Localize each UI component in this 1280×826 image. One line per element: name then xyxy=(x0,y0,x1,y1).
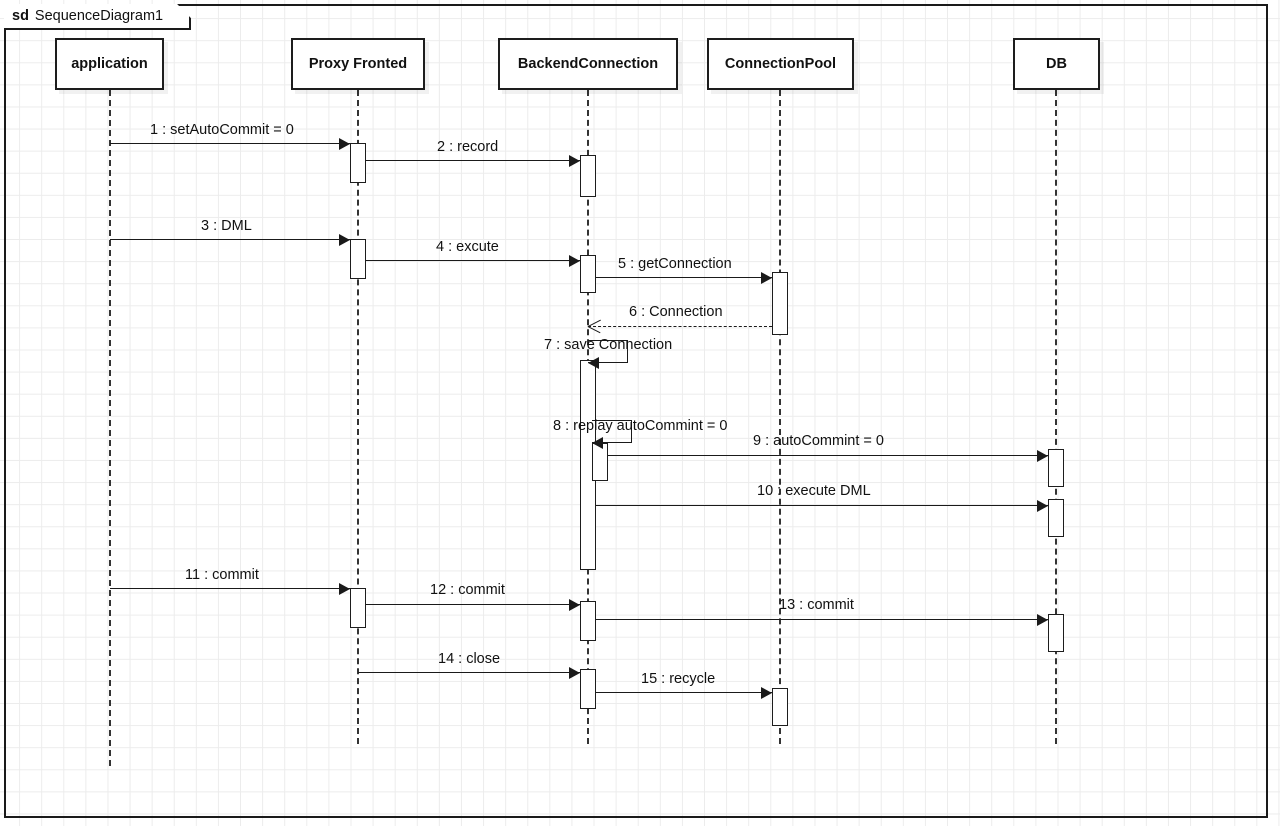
lifeline-label: ConnectionPool xyxy=(724,56,837,72)
message-label-14: 14 : close xyxy=(438,651,501,667)
activation-bar-connection_pool[interactable] xyxy=(772,688,788,726)
message-line-12 xyxy=(366,604,580,605)
message-line-1 xyxy=(110,143,350,144)
self-message-bracket-7 xyxy=(588,340,628,363)
lifeline-stem-connection_pool xyxy=(779,90,781,744)
message-line-2 xyxy=(366,160,580,161)
arrow-head-right-3 xyxy=(339,234,350,246)
activation-bar-db[interactable] xyxy=(1048,499,1064,537)
message-line-14 xyxy=(358,672,580,673)
message-label-2: 2 : record xyxy=(437,139,499,155)
lifeline-stem-application xyxy=(109,90,111,766)
message-label-12: 12 : commit xyxy=(430,582,505,598)
activation-bar-backend_conn[interactable] xyxy=(580,255,596,293)
frame-keyword: sd xyxy=(12,8,29,24)
arrow-head-open-6 xyxy=(588,320,601,333)
message-line-10 xyxy=(596,505,1048,506)
message-label-1: 1 : setAutoCommit = 0 xyxy=(150,122,294,138)
lifeline-label: application xyxy=(71,56,148,72)
activation-bar-proxy_fronted[interactable] xyxy=(350,239,366,279)
lifeline-head-db[interactable]: DB xyxy=(1013,38,1100,90)
activation-bar-db[interactable] xyxy=(1048,449,1064,487)
lifeline-label: BackendConnection xyxy=(517,56,659,72)
arrow-head-right-9 xyxy=(1037,450,1048,462)
lifeline-stem-db xyxy=(1055,90,1057,744)
message-label-10: 10 : execute DML xyxy=(757,483,871,499)
message-label-9: 9 : autoCommint = 0 xyxy=(753,433,884,449)
activation-bar-connection_pool[interactable] xyxy=(772,272,788,335)
message-label-5: 5 : getConnection xyxy=(618,256,732,272)
message-label-8: 8 : replay autoCommint = 0 xyxy=(553,418,728,434)
arrow-head-right-13 xyxy=(1037,614,1048,626)
arrow-head-right-10 xyxy=(1037,500,1048,512)
lifeline-label: DB xyxy=(1046,56,1067,72)
self-message-bracket-8 xyxy=(592,420,632,443)
message-label-13: 13 : commit xyxy=(779,597,854,613)
arrow-head-left-8 xyxy=(592,437,603,449)
activation-bar-backend_conn[interactable] xyxy=(580,669,596,709)
frame-label-tab: sd SequenceDiagram1 xyxy=(4,4,191,30)
message-label-15: 15 : recycle xyxy=(641,671,716,687)
message-line-4 xyxy=(366,260,580,261)
activation-bar-proxy_fronted[interactable] xyxy=(350,588,366,628)
lifeline-head-application[interactable]: application xyxy=(55,38,164,90)
message-line-11 xyxy=(110,588,350,589)
lifeline-head-backend_conn[interactable]: BackendConnection xyxy=(498,38,678,90)
arrow-head-right-15 xyxy=(761,687,772,699)
activation-bar-proxy_fronted[interactable] xyxy=(350,143,366,183)
message-label-7: 7 : save Connection xyxy=(544,337,673,353)
message-label-11: 11 : commit xyxy=(185,567,259,583)
message-line-13 xyxy=(596,619,1048,620)
lifeline-stem-proxy_fronted xyxy=(357,90,359,744)
lifeline-head-proxy_fronted[interactable]: Proxy Fronted xyxy=(291,38,425,90)
arrow-head-right-14 xyxy=(569,667,580,679)
message-line-3 xyxy=(110,239,350,240)
lifeline-label: Proxy Fronted xyxy=(308,56,408,72)
message-line-15 xyxy=(596,692,772,693)
activation-bar-backend_conn[interactable] xyxy=(580,601,596,641)
message-label-6: 6 : Connection xyxy=(629,304,723,320)
arrow-head-right-11 xyxy=(339,583,350,595)
message-label-3: 3 : DML xyxy=(201,218,252,234)
message-line-9 xyxy=(608,455,1048,456)
arrow-head-right-4 xyxy=(569,255,580,267)
activation-bar-db[interactable] xyxy=(1048,614,1064,652)
arrow-head-right-2 xyxy=(569,155,580,167)
lifeline-head-connection_pool[interactable]: ConnectionPool xyxy=(707,38,854,90)
frame-title: SequenceDiagram1 xyxy=(34,8,164,24)
message-line-5 xyxy=(596,277,772,278)
arrow-head-left-7 xyxy=(588,357,599,369)
message-label-4: 4 : excute xyxy=(436,239,499,255)
arrow-head-right-1 xyxy=(339,138,350,150)
activation-bar-backend_conn[interactable] xyxy=(580,155,596,197)
message-line-6 xyxy=(588,326,772,327)
arrow-head-right-5 xyxy=(761,272,772,284)
arrow-head-right-12 xyxy=(569,599,580,611)
